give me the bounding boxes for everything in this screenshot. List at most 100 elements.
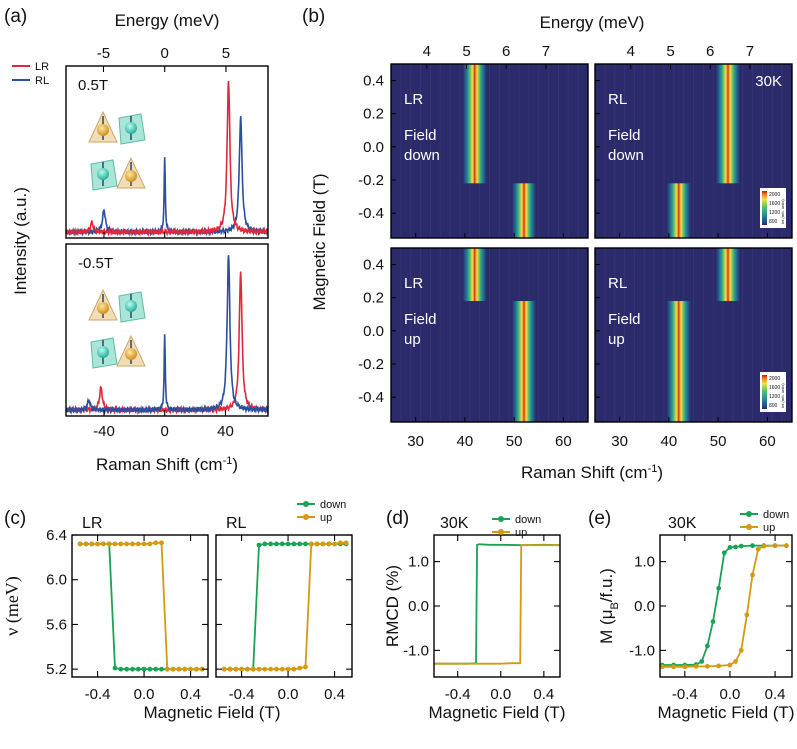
data-point-up	[141, 541, 147, 547]
xtick-label: 0.0	[134, 686, 155, 703]
x2tick-label-b: 6	[706, 43, 714, 60]
data-point-down	[135, 666, 141, 672]
data-point-up	[682, 664, 688, 670]
spectrum-LR-1	[65, 271, 269, 416]
field-label-a1: -0.5T	[78, 255, 113, 272]
data-point-down	[727, 545, 733, 550]
data-point-up	[112, 541, 118, 547]
xtick-label-a-2: 40	[217, 423, 234, 440]
data-point-up	[659, 664, 665, 670]
legend-marker-down	[746, 511, 752, 517]
legend-label-up: up	[515, 527, 527, 539]
data-point-up	[772, 543, 778, 549]
xtick-label-b: 30	[407, 433, 424, 450]
data-point-up	[716, 663, 722, 669]
data-point-up	[77, 541, 83, 547]
colorbar-label: Int (arb. units)	[780, 383, 785, 408]
x2tick-label-b: 6	[502, 43, 510, 60]
x2tick-label-a-0: -5	[97, 45, 110, 62]
xtick-label-b: 60	[759, 433, 776, 450]
data-point-up	[744, 612, 750, 618]
x2-axis-label-a: Energy (meV)	[115, 11, 220, 30]
xtick-label-b: 60	[555, 433, 572, 450]
xtick-label-a-1: 0	[161, 423, 169, 440]
plot-frame-c1	[215, 534, 353, 678]
data-point-down	[112, 665, 118, 671]
legend-marker-up	[303, 514, 309, 520]
data-point-up	[704, 663, 710, 669]
data-point-down	[750, 543, 755, 549]
series-line-down	[434, 543, 561, 665]
data-point-down	[256, 542, 262, 548]
data-point-down	[738, 543, 744, 549]
data-point-down	[297, 541, 303, 547]
ytick-label: 0.0	[634, 598, 655, 615]
data-point-up	[164, 666, 170, 672]
colorbar-tick: 800	[769, 403, 778, 409]
map-sweep-label: Field	[404, 311, 437, 328]
heatmap-LR-up	[390, 247, 589, 423]
map-sweep-label: Field	[608, 127, 641, 144]
data-point-up	[193, 666, 199, 672]
data-point-up	[279, 666, 285, 672]
legend-marker-up	[498, 529, 504, 535]
plot-frame-a0	[65, 65, 269, 239]
data-point-down	[262, 541, 268, 547]
raman-band	[715, 64, 740, 184]
panel-label-a: (a)	[4, 6, 27, 27]
x2tick-label-b: 5	[462, 43, 470, 60]
legend-label-down: down	[515, 514, 541, 526]
spectrum-RL-1	[65, 255, 269, 416]
subplot-label-c1: RL	[226, 515, 247, 532]
raman-band	[511, 301, 536, 422]
data-point-up	[244, 666, 250, 672]
data-point-up	[130, 541, 135, 547]
colorbar-tick: 1200	[769, 394, 780, 400]
x2tick-label-b: 4	[423, 43, 431, 60]
map-sweep-label: Field	[608, 311, 641, 328]
data-point-up	[303, 664, 308, 670]
data-point-down	[268, 541, 274, 547]
data-point-up	[308, 541, 314, 547]
xtick-label: -0.4	[445, 686, 471, 703]
legend-marker-up	[746, 524, 752, 530]
data-point-down	[721, 550, 727, 556]
data-point-down	[285, 541, 291, 547]
data-point-up	[95, 541, 100, 547]
map-pol-label: RL	[608, 275, 627, 292]
data-point-down	[147, 666, 153, 672]
legend-label-LR: LR	[35, 61, 49, 73]
data-point-down	[699, 659, 705, 664]
legend-label-up: up	[763, 522, 775, 534]
colorbar-label: Int (arb. units)	[780, 199, 785, 224]
data-point-down	[291, 541, 297, 547]
x2-axis-label-b: Energy (meV)	[540, 13, 645, 32]
ytick-label: 0.0	[408, 598, 429, 615]
legend-label-down: down	[320, 499, 346, 511]
data-point-up	[256, 666, 262, 672]
data-point-up	[153, 540, 159, 546]
data-point-down	[279, 541, 285, 547]
xtick-label: 0.4	[324, 686, 345, 703]
data-point-down	[124, 666, 130, 672]
y-axis-label-d: RMCD (%)	[383, 565, 402, 647]
panel-label-c: (c)	[4, 508, 26, 529]
data-point-down	[274, 541, 279, 547]
plot-frame-a1	[65, 243, 269, 417]
panel-label-e: (e)	[588, 508, 611, 529]
spin-down-cell-icon	[118, 291, 146, 323]
plot-frame-e	[659, 534, 793, 678]
data-point-up	[783, 543, 789, 549]
raman-band	[511, 183, 536, 238]
map-pol-label: LR	[404, 91, 423, 108]
ytick-label: -1.0	[629, 642, 655, 659]
map-pol-label: LR	[404, 275, 423, 292]
temperature-label-b: 30K	[755, 73, 782, 90]
data-point-up	[314, 541, 320, 547]
xtick-label: -0.4	[229, 686, 255, 703]
legend-label-RL: RL	[35, 75, 49, 87]
xtick-label: 0.4	[180, 686, 201, 703]
heatmap-RL-down	[594, 63, 793, 239]
x2tick-label-b: 5	[666, 43, 674, 60]
data-point-up	[733, 659, 738, 664]
